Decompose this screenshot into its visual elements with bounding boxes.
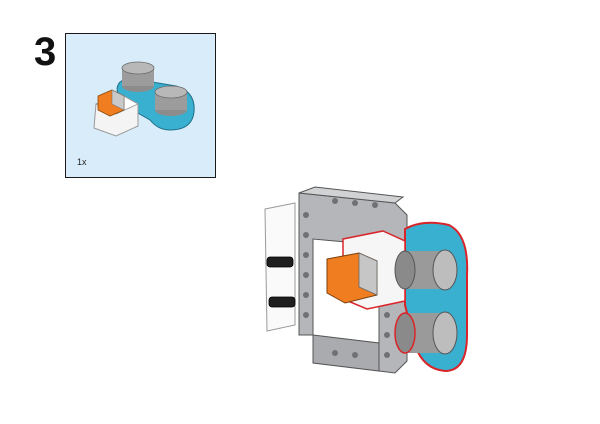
part-quantity: 1x bbox=[77, 157, 87, 167]
step-number: 3 bbox=[34, 30, 57, 74]
ultrasonic-sensor-part-icon bbox=[93, 61, 195, 137]
parts-callout: 1x bbox=[65, 33, 216, 178]
ultrasonic-sensor-assembly-icon bbox=[264, 186, 469, 374]
